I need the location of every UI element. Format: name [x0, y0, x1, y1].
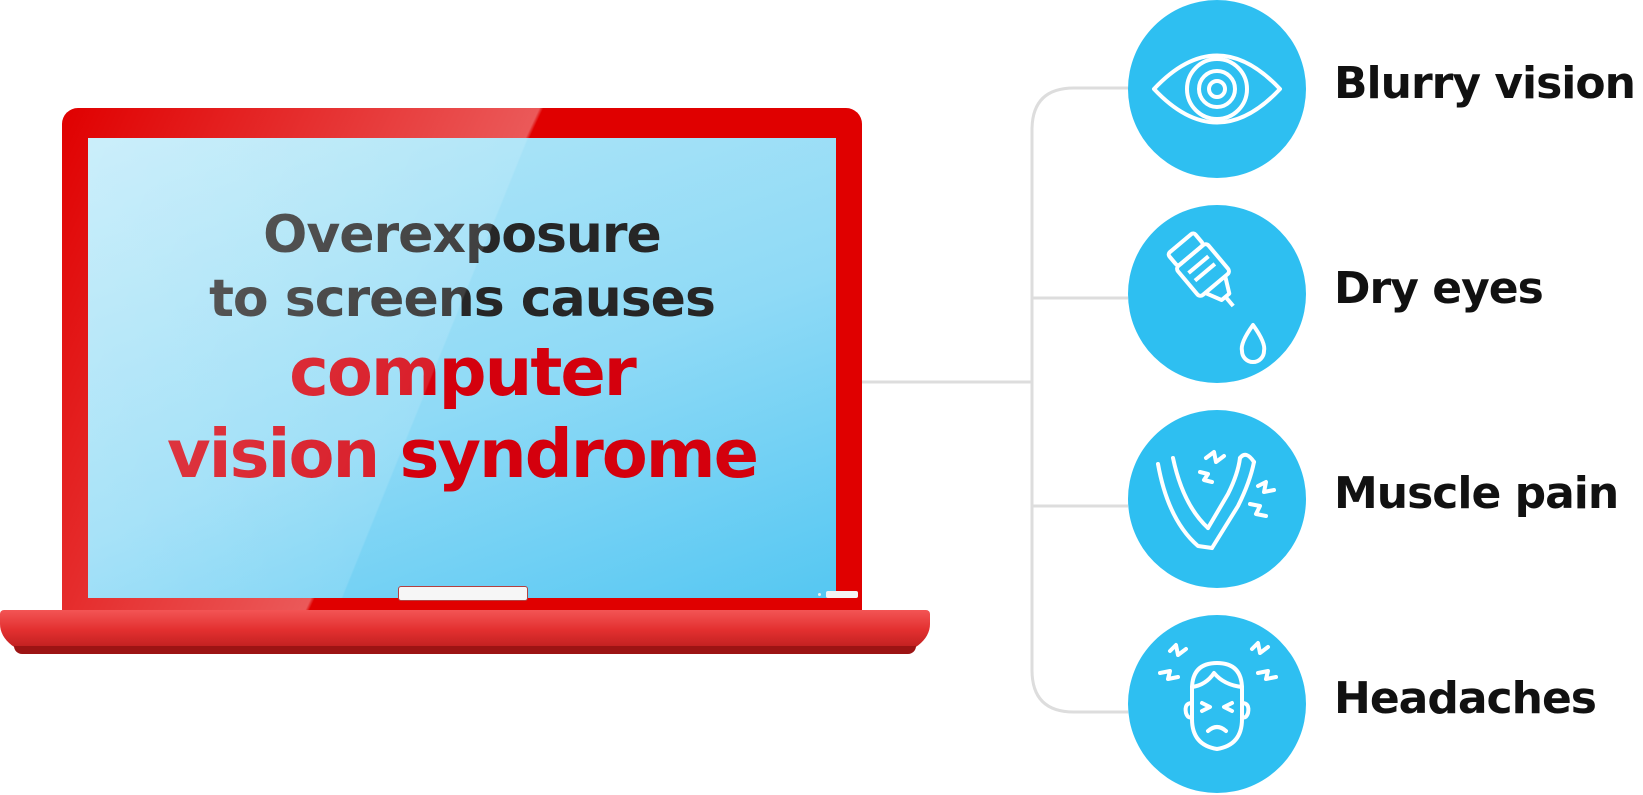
- headline-line-1: Overexposure: [263, 205, 662, 265]
- headline-line-4: vision syndrome: [166, 415, 759, 493]
- laptop-base-underside: [14, 646, 916, 654]
- arm-pain-icon: [1156, 450, 1276, 550]
- symptom-label: Blurry vision: [1334, 58, 1636, 109]
- symptom-circle: [1128, 615, 1306, 793]
- laptop-illustration: Overexposure to screens causes computer …: [0, 108, 930, 658]
- symptom-blurry-vision: Blurry vision: [1128, 0, 1643, 180]
- laptop-lid: Overexposure to screens causes computer …: [62, 108, 862, 618]
- symptom-dry-eyes: Dry eyes: [1128, 205, 1643, 385]
- headline: Overexposure to screens causes computer …: [88, 203, 836, 495]
- symptom-circle: [1128, 0, 1306, 178]
- symptom-label: Muscle pain: [1334, 468, 1619, 519]
- eye-drops-icon: [1166, 231, 1267, 364]
- symptom-headaches: Headaches: [1128, 615, 1643, 795]
- headline-line-3: computer: [289, 333, 637, 411]
- symptom-label: Headaches: [1334, 673, 1597, 724]
- headline-line-2: to screens causes: [209, 269, 716, 329]
- laptop-screen: Overexposure to screens causes computer …: [88, 138, 836, 598]
- symptom-muscle-pain: Muscle pain: [1128, 410, 1643, 590]
- laptop-lid-notch: [398, 586, 528, 601]
- eye-icon: [1152, 53, 1282, 125]
- headache-face-icon: [1158, 641, 1278, 751]
- symptom-circle: [1128, 410, 1306, 588]
- symptom-label: Dry eyes: [1334, 263, 1544, 314]
- symptom-circle: [1128, 205, 1306, 383]
- laptop-led: [818, 593, 821, 596]
- laptop-port: [826, 591, 858, 598]
